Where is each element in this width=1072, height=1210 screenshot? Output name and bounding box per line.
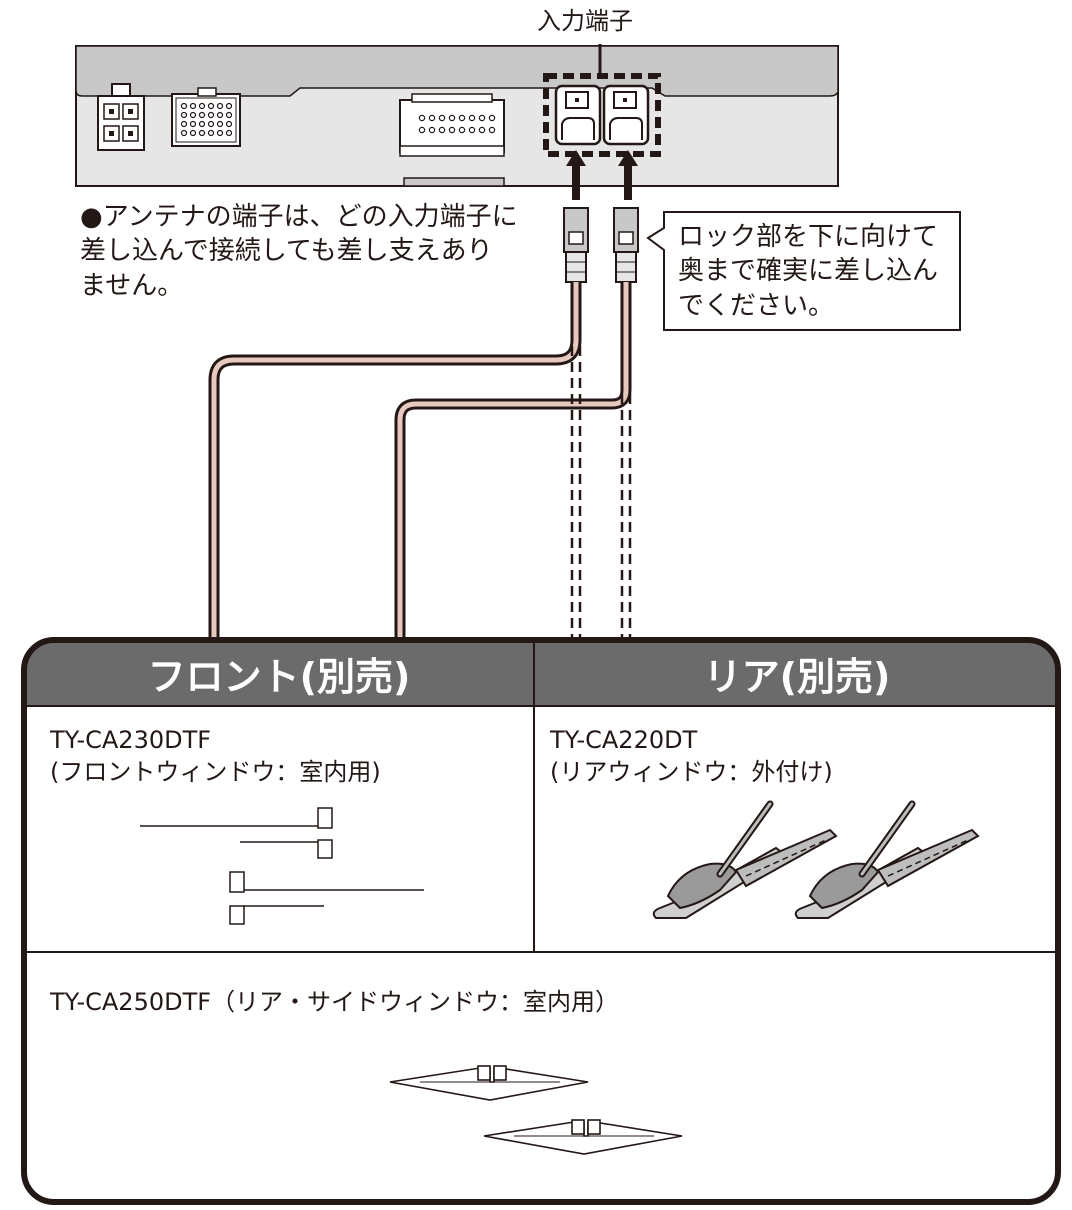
rear-cables	[570, 282, 632, 640]
input-terminal-label: 入力端子	[537, 7, 633, 35]
input-terminal-2	[602, 84, 650, 146]
multi-pin-connector	[171, 87, 241, 147]
rear-external-antenna	[652, 800, 980, 919]
callout-text: ロック部を下に向けて 奥まで確実に差し込ん でください。	[678, 222, 939, 321]
front-model-label: TY-CA230DTF (フロントウィンドウ：室内用)	[50, 726, 381, 787]
input-terminal-1	[554, 84, 602, 146]
side-model-label: TY-CA250DTF（リア・サイドウィンドウ：室内用）	[50, 988, 620, 1016]
side-film-antenna	[389, 1065, 683, 1155]
antenna-plug-2	[613, 207, 639, 283]
front-cables	[208, 282, 632, 640]
sixteen-pin-connector	[399, 93, 505, 157]
rear-model-label: TY-CA220DT (リアウィンドウ：外付け)	[550, 726, 833, 787]
callout-box	[646, 211, 961, 331]
connection-note: ●アンテナの端子は、どの入力端子に 差し込んで接続しても差し支えあり ません。	[80, 200, 550, 303]
input-terminals	[543, 44, 661, 157]
front-film-antenna	[140, 807, 424, 925]
rear-header: リア(別売)	[703, 654, 891, 699]
front-header: フロント(別売)	[147, 654, 411, 699]
note-bullet: ●	[80, 202, 103, 232]
note-text: アンテナの端子は、どの入力端子に 差し込んで接続しても差し支えあり ません。	[80, 202, 518, 301]
power-connector	[97, 83, 145, 151]
product-table	[21, 637, 1061, 1205]
antenna-plug-1	[563, 207, 589, 283]
insert-arrows	[566, 150, 638, 200]
